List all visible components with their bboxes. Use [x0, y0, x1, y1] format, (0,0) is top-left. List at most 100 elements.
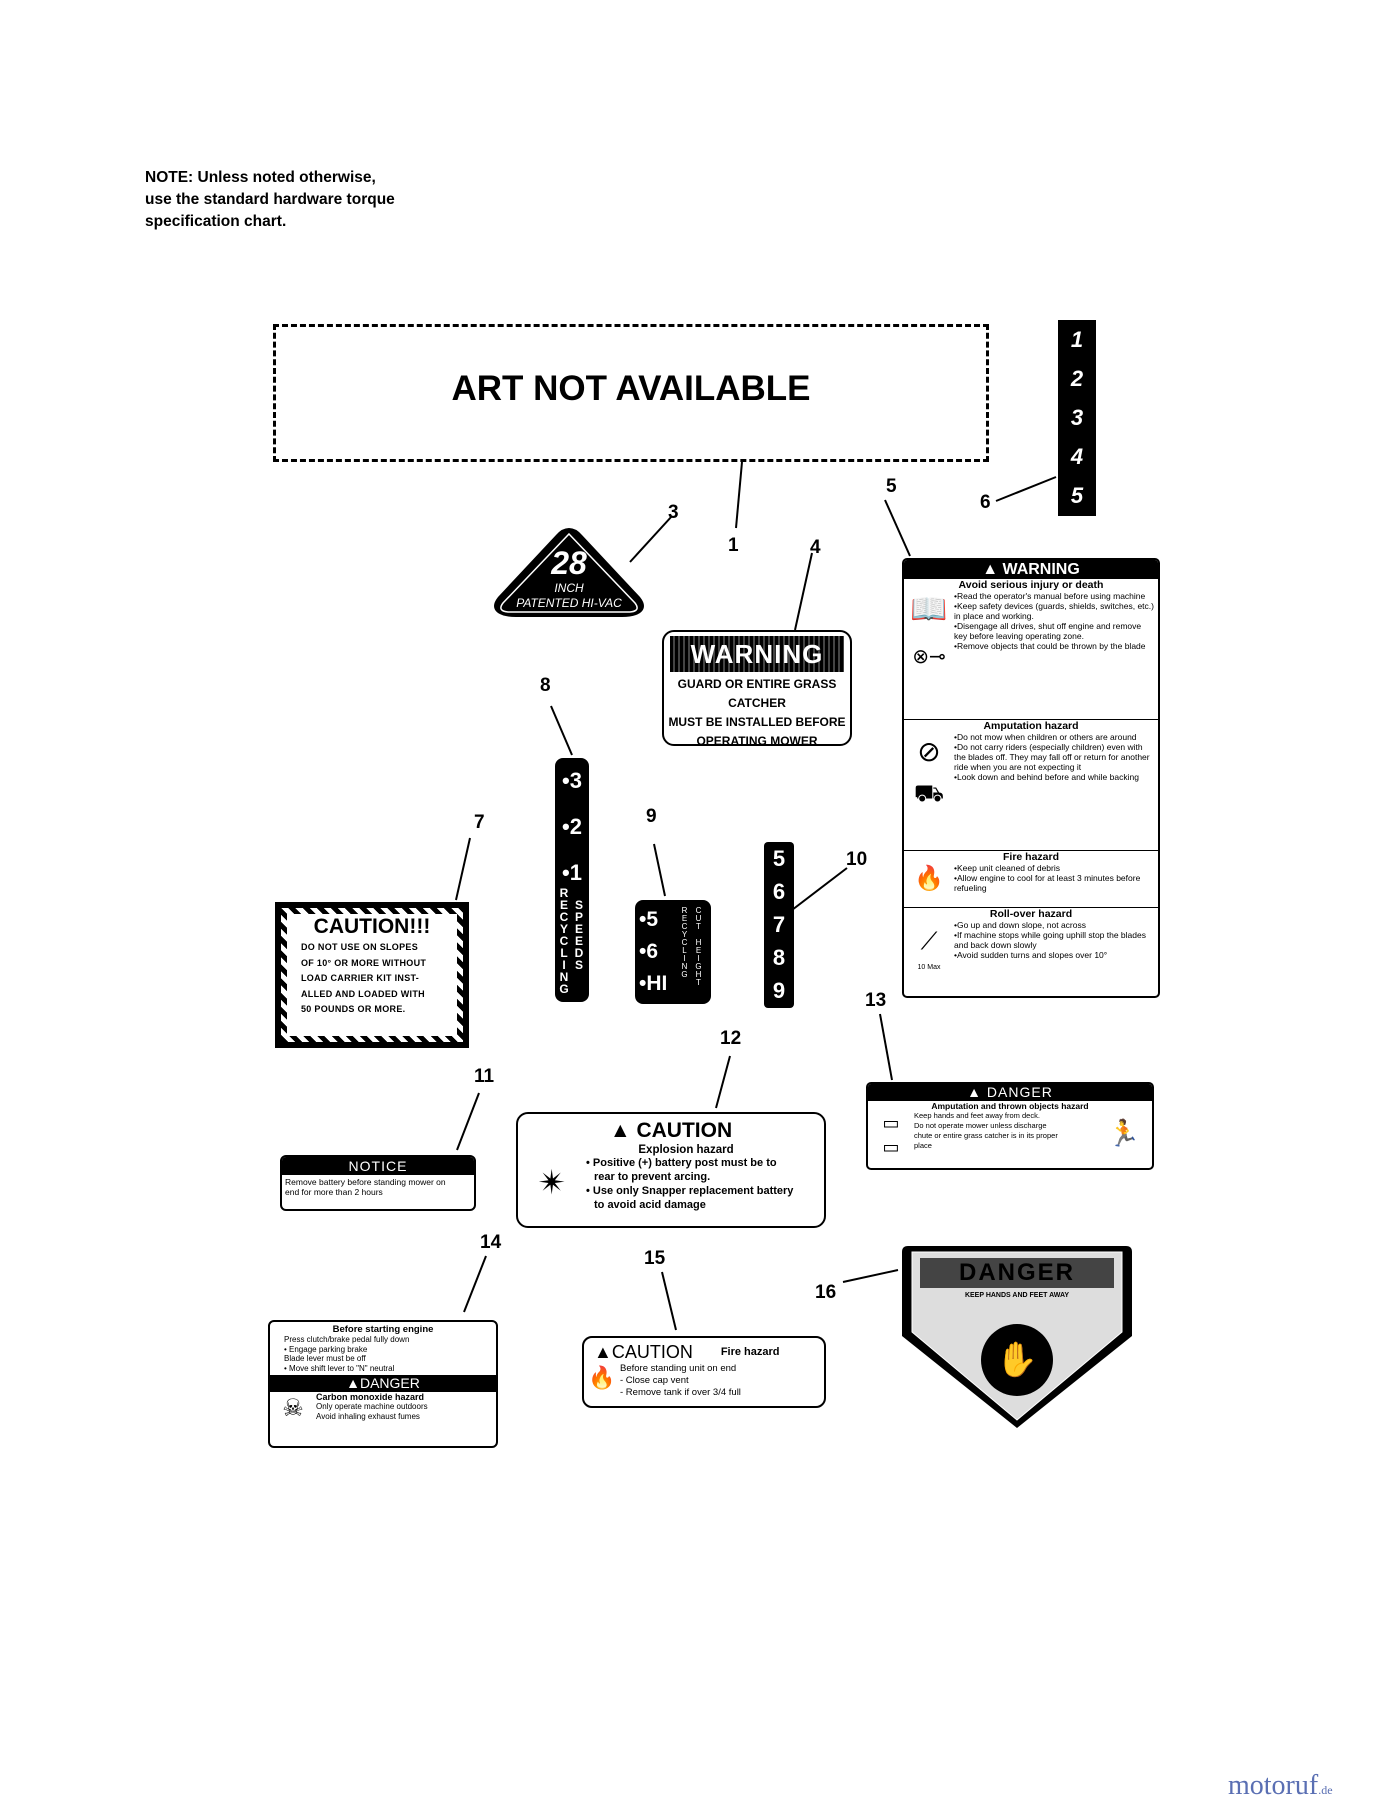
- height-number: •5: [639, 908, 659, 931]
- callout-12: 12: [720, 1028, 742, 1049]
- decal-12-header-text: CAUTION: [636, 1119, 733, 1142]
- decal-13-header: ▲ DANGER: [868, 1084, 1152, 1101]
- leader-15: [842, 1269, 899, 1283]
- strip-number: 5: [772, 845, 786, 871]
- decal-4-line: OPERATING MOWER: [696, 734, 818, 746]
- note-line: use the standard hardware torque: [145, 191, 395, 208]
- decal-12-caution: ▲ CAUTION Explosion hazard ✴ • Positive …: [516, 1112, 826, 1228]
- callout-3: 3: [668, 502, 679, 523]
- decal-14-title: Before starting engine: [332, 1324, 434, 1335]
- section-title: Avoid serious injury or death: [958, 579, 1104, 591]
- decal-12-line: to avoid acid damage: [594, 1199, 706, 1211]
- leader-3: [794, 552, 813, 631]
- triangle-badge-shape: [494, 528, 644, 617]
- decal-14-title-2: Carbon monoxide hazard: [316, 1392, 425, 1402]
- decal-14-line: Avoid inhaling exhaust fumes: [316, 1412, 420, 1421]
- decal-12-header: ▲ CAUTION: [609, 1119, 733, 1142]
- decal-7-title: CAUTION!!!: [313, 915, 431, 938]
- strip-number: 8: [772, 945, 786, 971]
- decal-3-badge: 28 INCH PATENTED HI-VAC: [492, 525, 646, 620]
- art-placeholder-text: ART NOT AVAILABLE: [451, 369, 811, 408]
- watermark-brand: motoruf: [1228, 1770, 1319, 1801]
- speed-number: •1: [562, 860, 582, 885]
- decal-15-body: Before standing unit on end - Close cap …: [620, 1363, 741, 1399]
- badge-unit: INCH: [554, 581, 584, 595]
- decal-11-header: NOTICE: [282, 1157, 474, 1175]
- decal-7-line: 50 POUNDS OR MORE.: [301, 1004, 406, 1014]
- decal-16-danger-shield: DANGER KEEP HANDS AND FEET AWAY ✋: [900, 1244, 1134, 1430]
- decal-13-header-text: DANGER: [986, 1084, 1053, 1100]
- decal-12-body: • Positive (+) battery post must be to r…: [586, 1156, 793, 1212]
- strip-label: CUT HEIGHT: [694, 906, 703, 986]
- section-line: •Avoid sudden turns and slopes over 10°: [954, 950, 1108, 960]
- hand-blade-icon: ✋: [995, 1341, 1039, 1379]
- decal-14-line: Blade lever must be off: [284, 1354, 366, 1363]
- decal-13-danger: ▲ DANGER Amputation and thrown objects h…: [866, 1082, 1154, 1170]
- watermark-logo: motoruf.de: [1228, 1770, 1333, 1802]
- callout-9: 9: [646, 806, 657, 827]
- strip-number: 4: [1070, 444, 1084, 470]
- leader-4: [884, 499, 911, 557]
- strip-label: RECYCLING: [557, 886, 571, 994]
- decal-13-line: place: [914, 1141, 932, 1150]
- decal-14-body-2: Carbon monoxide hazard Only operate mach…: [316, 1392, 428, 1422]
- section-line: •If machine stops while going uphill sto…: [954, 930, 1146, 950]
- decal-11-line: Remove battery before standing mower on: [285, 1177, 446, 1187]
- section-line: •Disengage all drives, shut off engine a…: [954, 621, 1142, 641]
- leader-5: [995, 476, 1057, 502]
- decal-14-header-text: DANGER: [359, 1375, 420, 1391]
- no-riders-icon: ⊘: [917, 736, 941, 767]
- strip-number: 3: [1070, 404, 1084, 430]
- callout-13: 13: [865, 990, 887, 1011]
- decal-13-line: Keep hands and feet away from deck.: [914, 1111, 1040, 1120]
- leader-12: [879, 1013, 893, 1081]
- decal-16-sub: KEEP HANDS AND FEET AWAY: [964, 1292, 1070, 1299]
- decal-14-line: Press clutch/brake pedal fully down: [284, 1335, 410, 1344]
- decal-11-line: end for more than 2 hours: [285, 1187, 383, 1197]
- decal-8-speed-strip: •3 •2 •1 RECYCLING SPEEDS: [555, 758, 589, 1002]
- decal-15-title: Fire hazard: [720, 1346, 780, 1358]
- decal-4-body: GUARD OR ENTIRE GRASS CATCHER MUST BE IN…: [664, 675, 850, 746]
- decal-11-body: Remove battery before standing mower on …: [282, 1175, 474, 1199]
- leader-1: [735, 461, 743, 529]
- section-line: •Read the operator's manual before using…: [954, 591, 1146, 601]
- decal-12-line: • Use only Snapper replacement battery: [586, 1185, 794, 1197]
- decal-14-body: Press clutch/brake pedal fully down • En…: [270, 1335, 496, 1373]
- decal-16-header: DANGER: [958, 1259, 1075, 1286]
- decal-5-section-3: Fire hazard 🔥 •Keep unit cleaned of debr…: [904, 851, 1158, 908]
- decal-10-number-strip: 5 6 7 8 9: [764, 842, 794, 1008]
- callout-11: 11: [474, 1066, 495, 1087]
- decal-14-header: ▲DANGER: [270, 1375, 496, 1392]
- watermark-tld: .de: [1318, 1783, 1333, 1797]
- decal-5-section-2: Amputation hazard ⊘ ⛟ •Do not mow when c…: [904, 720, 1158, 851]
- leader-7: [550, 705, 573, 756]
- callout-8: 8: [540, 675, 551, 696]
- decal-5-section-1: Avoid serious injury or death 📖 ⊗⊸ •Read…: [904, 579, 1158, 720]
- strip-number: 5: [1070, 483, 1084, 509]
- decal-4-line: GUARD OR ENTIRE GRASS CATCHER: [677, 677, 837, 710]
- decal-7-body: DO NOT USE ON SLOPES OF 10° OR MORE WITH…: [287, 940, 457, 1018]
- callout-16: 16: [815, 1282, 837, 1303]
- strip-number: 9: [772, 978, 786, 1004]
- callout-5: 5: [886, 476, 897, 497]
- speed-number: •2: [562, 814, 582, 839]
- manual-book-icon: 📖: [910, 593, 948, 626]
- section-line: •Allow engine to cool for at least 3 min…: [954, 873, 1141, 893]
- decal-12-title: Explosion hazard: [638, 1144, 734, 1156]
- callout-15: 15: [644, 1248, 666, 1269]
- section-line: •Keep safety devices (guards, shields, s…: [954, 601, 1154, 621]
- decal-7-line: LOAD CARRIER KIT INST-: [301, 973, 420, 983]
- badge-text: PATENTED HI-VAC: [516, 596, 622, 610]
- explosion-icon: ✴: [537, 1164, 567, 1202]
- strip-number: 2: [1070, 365, 1084, 391]
- decal-5-header: ▲ WARNING: [904, 560, 1158, 579]
- decal-14-start-danger: Before starting engine Press clutch/brak…: [268, 1320, 498, 1448]
- leader-8: [653, 843, 666, 897]
- art-placeholder-box: ART NOT AVAILABLE: [273, 324, 989, 462]
- note-text: NOTE: Unless noted otherwise, use the st…: [145, 167, 465, 233]
- decal-15-header: ▲CAUTION: [594, 1342, 693, 1362]
- leader-2: [629, 515, 673, 563]
- decal-15-line: - Remove tank if over 3/4 full: [620, 1387, 741, 1398]
- decal-7-line: ALLED AND LOADED WITH: [301, 988, 425, 999]
